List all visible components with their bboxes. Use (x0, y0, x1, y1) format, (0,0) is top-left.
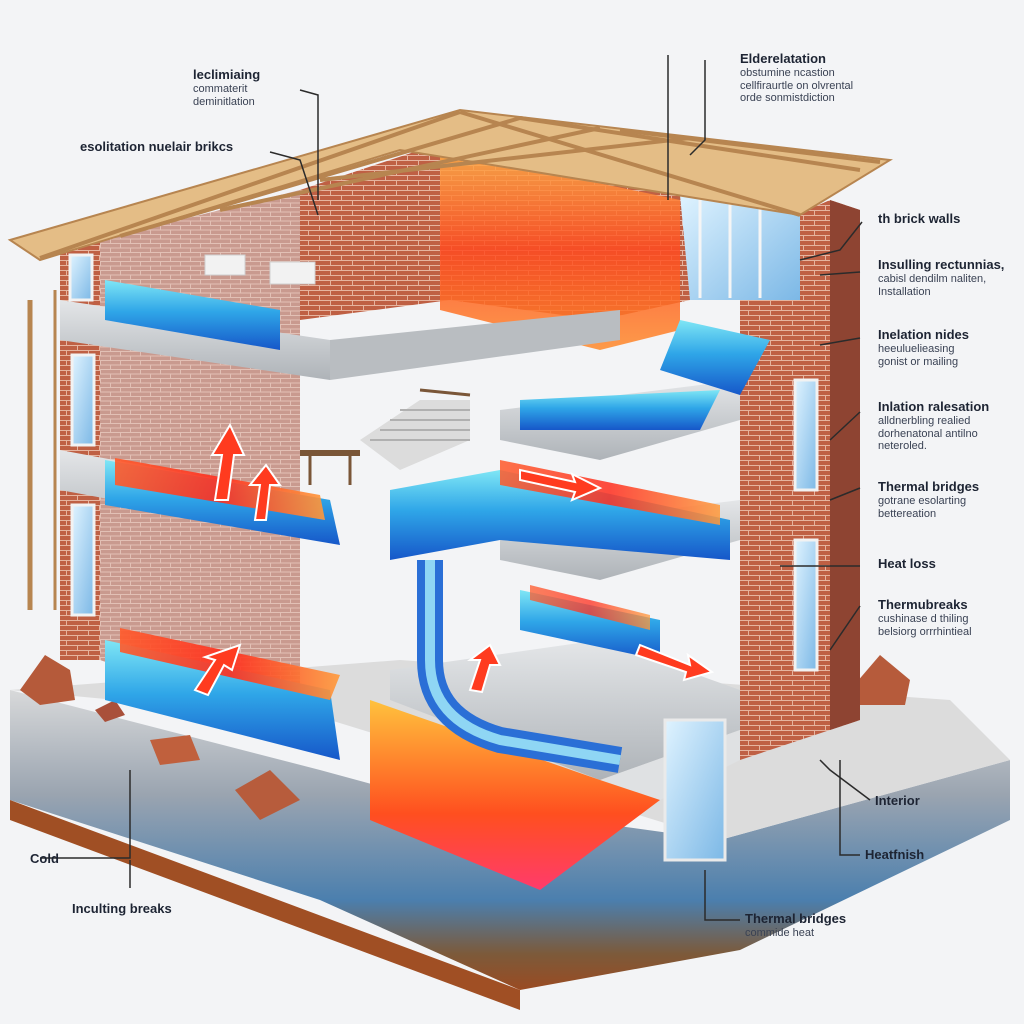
label-brick-walls: th brick walls (878, 211, 961, 227)
timber-roof (7, 108, 893, 610)
label-line: commide heat (745, 926, 815, 939)
label-title: Thermal bridges (745, 911, 847, 926)
label-title: Elderelatation (740, 51, 826, 66)
label-thermal-bridges-1: Thermal bridges gotrane esolarting bette… (878, 479, 980, 520)
label-inlation-relation: Inlation ralesation alldnerbling realied… (878, 399, 990, 453)
label-title: Thermal bridges (878, 479, 980, 494)
label-line: bettereation (878, 507, 937, 520)
top-floor-heated-wall (300, 140, 800, 350)
label-line: Installation (878, 285, 931, 298)
heat-arrow-icon (193, 422, 715, 697)
label-line: obstumine ncastion (740, 66, 835, 79)
label-heatfinish: Heatfnish (865, 847, 925, 863)
label-title: Inculting breaks (72, 901, 172, 916)
label-title: Interior (875, 793, 920, 808)
label-title: Inelation nides (878, 327, 970, 342)
label-title: Inlation ralesation (878, 399, 990, 414)
label-line: neteroled. (878, 440, 927, 453)
label-line: cabisl dendilm naliten, (878, 272, 987, 285)
cold-flow-duct (417, 560, 623, 773)
brick-rubble (20, 655, 910, 820)
label-thermubreaks: Thermubreaks cushinase d thiling belsior… (878, 597, 972, 638)
label-installing-breaks: Inculting breaks (72, 901, 172, 917)
label-top-right: Elderelatation obstumine ncastion cellfi… (740, 51, 854, 105)
label-title: Heat loss (878, 556, 936, 571)
label-title: th brick walls (878, 211, 961, 226)
label-line: commaterit (193, 82, 248, 95)
label-title: Cold (30, 851, 59, 866)
label-installing: Insulling rectunnias, cabisl dendilm nal… (878, 257, 1005, 298)
label-title: Thermubreaks (878, 597, 968, 612)
label-line: gotrane esolarting (878, 494, 967, 507)
label-thermal-bridges-2: Thermal bridges commide heat (745, 911, 847, 940)
label-title: leclimiaing (193, 67, 261, 82)
label-top-left: leclimiaing commaterit deminitlation (193, 67, 261, 108)
staircase (360, 388, 471, 470)
label-inelation-nides: Inelation nides heeuluelieasing gonist o… (878, 327, 970, 368)
label-line: orde sonmistdiction (740, 92, 835, 105)
label-line: gonist or mailing (878, 355, 959, 368)
label-interior: Interior (875, 793, 920, 809)
heated-basement (370, 700, 740, 890)
label-title: esolitation nuelair brikcs (80, 139, 234, 154)
label-line: heeuluelieasing (878, 342, 955, 355)
label-cold: Cold (30, 851, 59, 867)
label-line: belsiorg orrrhintieal (878, 625, 972, 638)
left-windows (68, 253, 96, 617)
label-line: cushinase d thiling (878, 612, 969, 625)
label-left-bricks: esolitation nuelair brikcs (80, 139, 234, 155)
label-line: deminitlation (193, 95, 255, 108)
label-line: dorhenatonal antilno (878, 427, 978, 440)
label-line: alldnerbling realied (878, 414, 971, 427)
leader-lines (40, 55, 871, 921)
label-title: Insulling rectunnias, (878, 257, 1005, 272)
label-title: Heatfnish (865, 847, 925, 862)
label-line: cellfiraurtle on olvrental (740, 79, 854, 92)
interior-furniture (204, 254, 360, 485)
label-heat-loss: Heat loss (878, 556, 936, 572)
